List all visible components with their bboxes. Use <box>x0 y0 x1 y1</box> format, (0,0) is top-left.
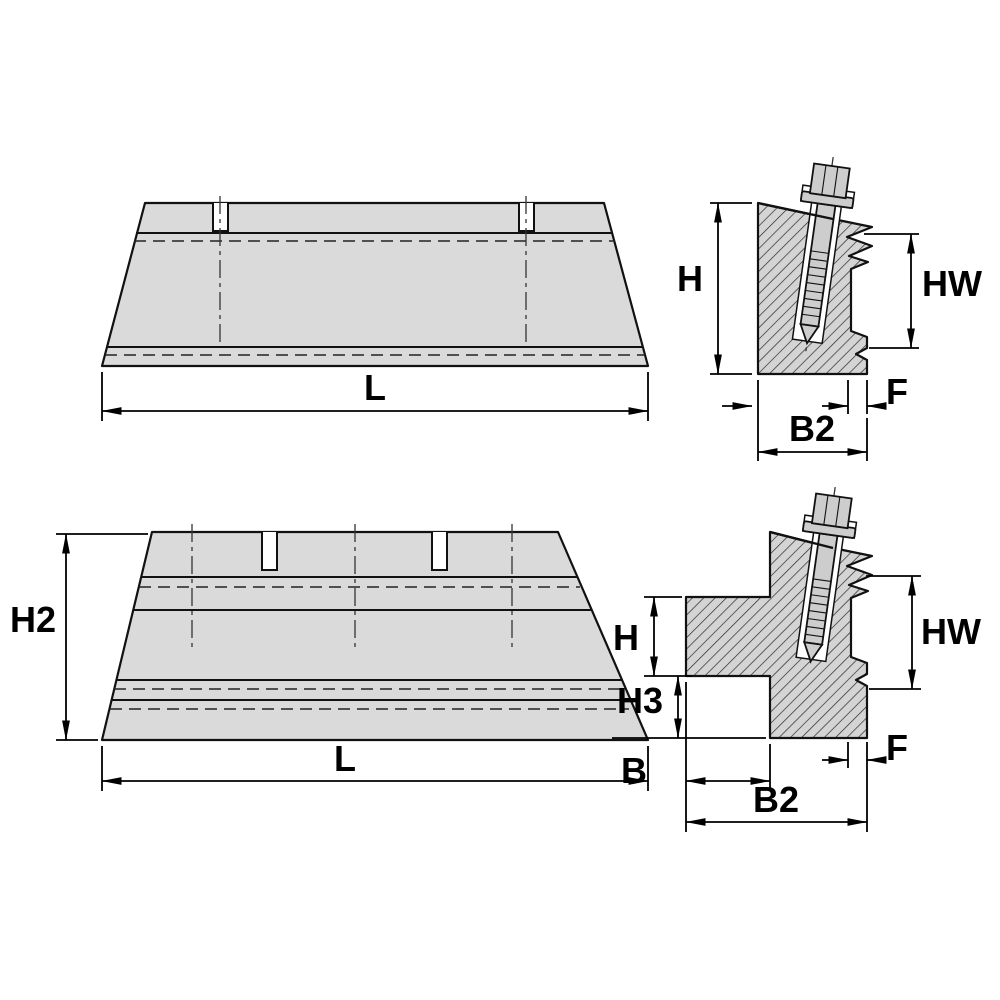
dim-label-H: H <box>677 258 703 299</box>
dim-B2: B2 <box>685 779 868 826</box>
dim-H: H <box>677 202 752 375</box>
dim-label-L: L <box>334 738 356 779</box>
dim-HW: HW <box>864 233 982 349</box>
clamp-bolt <box>791 156 856 352</box>
dim-label-HW: HW <box>921 611 981 652</box>
dim-H3: H3 <box>612 675 766 739</box>
bottom-side-view: H2 L <box>10 524 650 791</box>
dim-label-H2: H2 <box>10 599 56 640</box>
top-section-view: H HW F B2 <box>677 156 982 461</box>
dim-L: L <box>101 738 649 791</box>
dim-label-B: B <box>621 750 647 791</box>
dim-label-HW: HW <box>922 263 982 304</box>
bolt-tip <box>802 641 824 664</box>
bolt-threads <box>805 578 832 638</box>
wedge-body <box>100 201 650 368</box>
dim-B2: B2 <box>757 380 868 461</box>
bolt-tip <box>799 323 820 346</box>
dim-HW: HW <box>866 575 981 690</box>
dim-label-H: H <box>613 617 639 658</box>
dim-F: F <box>822 371 908 414</box>
clamp-bolt <box>795 486 858 668</box>
mount-slot <box>261 532 278 571</box>
bottom-section-view: H H3 HW F B B2 <box>612 486 981 832</box>
dim-label-F: F <box>886 371 908 412</box>
dim-label-L: L <box>364 367 386 408</box>
dim-label-B2: B2 <box>753 779 799 820</box>
dim-label-H3: H3 <box>617 680 663 721</box>
wedge-body-tall <box>100 530 650 742</box>
dim-B: B <box>621 682 771 832</box>
dim-H2: H2 <box>10 533 148 741</box>
dim-H: H <box>613 596 692 677</box>
mount-slot <box>431 532 448 571</box>
dim-L: L <box>101 367 649 421</box>
bolt-threads <box>801 250 829 318</box>
dim-label-B2: B2 <box>789 408 835 449</box>
bolt-head <box>808 162 851 200</box>
dim-F: F <box>822 727 908 832</box>
top-edge <box>757 201 834 221</box>
top-edge <box>769 530 834 550</box>
bolt-head <box>810 492 853 530</box>
top-side-view: L <box>100 196 650 421</box>
dim-label-F: F <box>886 727 908 768</box>
stepped-clamp-section-body <box>684 530 874 740</box>
